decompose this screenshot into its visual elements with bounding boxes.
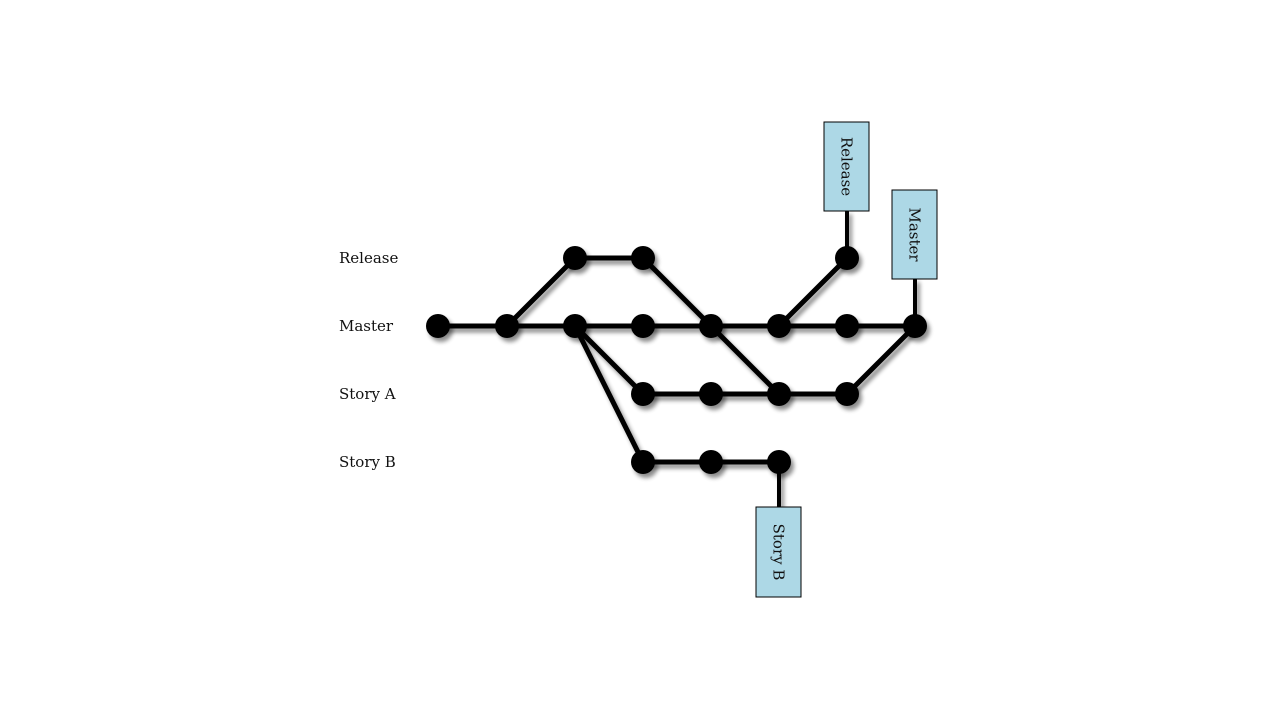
- edge-master-to-release: [504, 255, 578, 329]
- edge-branch-story-b: [572, 323, 646, 465]
- tag-master-label: Master: [906, 207, 924, 262]
- commit-node: [495, 314, 519, 338]
- commit-node: [767, 450, 791, 474]
- lane-label-story-b: Story B: [339, 453, 396, 471]
- branch-edges: [435, 210, 918, 508]
- tag-story-b-label: Story B: [770, 524, 788, 581]
- edge-branch-story-a: [572, 323, 646, 397]
- lane-label-release: Release: [339, 249, 399, 267]
- commit-node: [767, 314, 791, 338]
- tag-release: Release: [823, 121, 870, 212]
- commit-node: [563, 246, 587, 270]
- commit-node: [835, 314, 859, 338]
- commit-node: [631, 450, 655, 474]
- edge-master-to-release-2: [776, 255, 850, 329]
- commit-node: [631, 246, 655, 270]
- commit-node: [699, 450, 723, 474]
- commit-node: [903, 314, 927, 338]
- tag-master: Master: [891, 189, 938, 280]
- commit-node: [835, 246, 859, 270]
- lane-label-story-a: Story A: [339, 385, 396, 403]
- tag-story-b: Story B: [755, 506, 802, 598]
- commit-node: [699, 382, 723, 406]
- tag-master-box: [891, 189, 938, 280]
- tag-release-label: Release: [838, 137, 856, 196]
- lane-label-master: Master: [339, 317, 394, 335]
- commit-node: [631, 314, 655, 338]
- tag-release-box: [823, 121, 870, 212]
- commit-nodes: [426, 246, 927, 474]
- commit-node: [631, 382, 655, 406]
- edge-master-to-story-a: [708, 323, 782, 397]
- commit-node: [699, 314, 723, 338]
- edge-release-merge: [640, 255, 714, 329]
- commit-node: [426, 314, 450, 338]
- edge-story-a-merge: [844, 323, 918, 397]
- commit-node: [563, 314, 587, 338]
- commit-node: [835, 382, 859, 406]
- commit-node: [767, 382, 791, 406]
- tag-story-b-box: [755, 506, 802, 598]
